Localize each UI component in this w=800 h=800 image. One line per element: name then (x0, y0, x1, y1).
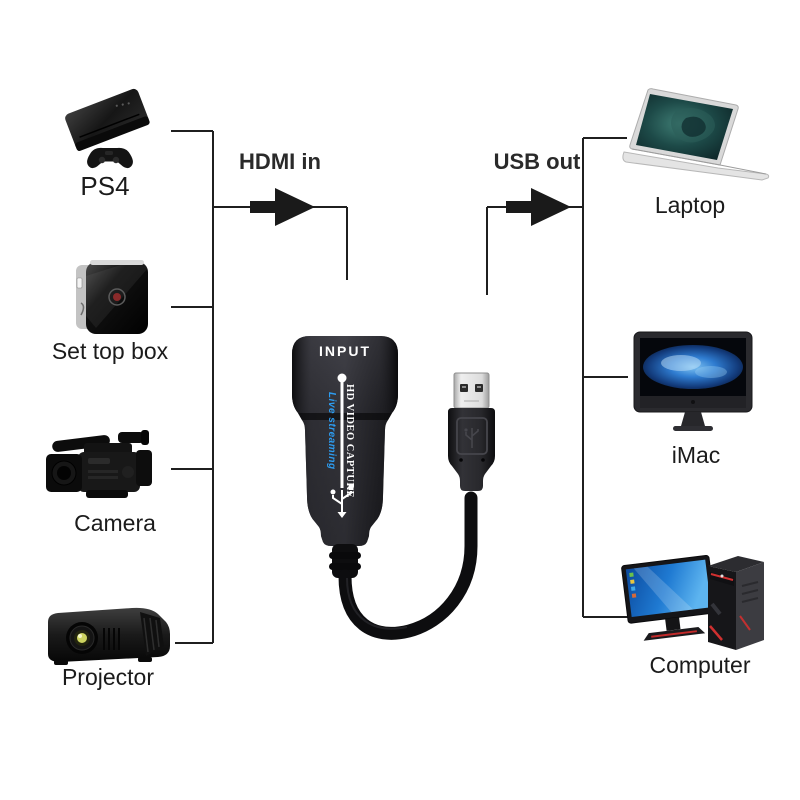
computer-label: Computer (649, 652, 751, 678)
camera-label: Camera (74, 510, 156, 536)
ps4-controller (87, 147, 133, 169)
capture-device-body (292, 336, 398, 546)
ps4-console (65, 88, 150, 151)
projector-label: Projector (61, 664, 155, 690)
usb-trident-icon (332, 490, 352, 512)
computer-illustration (621, 555, 764, 650)
hdmi-arrow-icon (250, 188, 315, 226)
usb-plug-metal (453, 372, 490, 409)
usb-plug (448, 372, 495, 491)
ps4-label: PS4 (80, 171, 130, 201)
brand-dot (337, 373, 347, 383)
imac-illustration (633, 331, 753, 431)
camera-body-group (46, 430, 152, 498)
usb-cable (338, 491, 478, 640)
laptop-base (622, 151, 770, 181)
usb-arrow-icon (506, 188, 571, 226)
usb-out-label: USB out (493, 149, 581, 174)
device-strain-relief (329, 544, 361, 578)
imac-label: iMac (671, 442, 721, 468)
laptop-label: Laptop (654, 192, 726, 218)
capture-device-illustration: INPUT HD VIDEO CAPTURE Live streaming (292, 336, 495, 640)
device-input-label: INPUT (319, 343, 371, 359)
projector-illustration (48, 607, 170, 665)
computer-monitor (621, 555, 716, 641)
device-tagline-text: Live streaming (326, 392, 337, 470)
settopbox-illustration (76, 260, 148, 334)
settopbox-label: Set top box (51, 338, 169, 364)
laptop-illustration (622, 88, 770, 181)
usb-plug-body (448, 408, 495, 491)
device-name-text: HD VIDEO CAPTURE (344, 384, 355, 498)
ps4-illustration (65, 88, 150, 169)
computer-tower (708, 556, 764, 650)
hdmi-in-label: HDMI in (239, 149, 321, 174)
imac-stand (681, 412, 705, 426)
stb-logo (108, 288, 126, 306)
camera-illustration (46, 430, 152, 498)
brand-line (340, 382, 344, 488)
